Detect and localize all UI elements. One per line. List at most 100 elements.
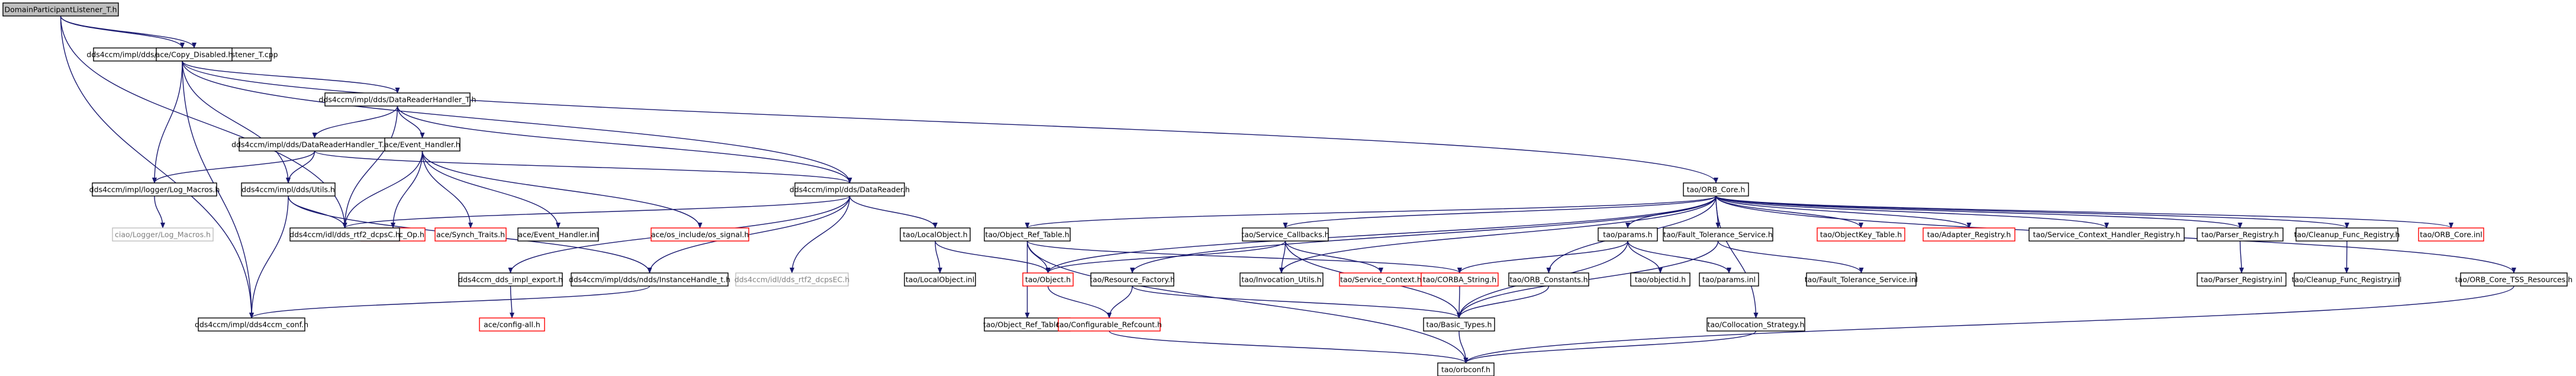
graph-node-n48[interactable]: tao/ORB_Core.inl [2418, 227, 2484, 242]
node-box [2, 2, 119, 17]
graph-node-n47[interactable]: tao/Cleanup_Func_Registry.inl [2292, 272, 2402, 287]
graph-node-n34[interactable]: tao/params.h [1598, 227, 1658, 242]
node-label: ciao/Logger/Log_Macros.h [115, 230, 211, 239]
graph-node-n15[interactable]: dds4ccm_dds_impl_export.h [458, 272, 563, 287]
graph-node-n0[interactable]: DomainParticipantListener_T.h [2, 2, 119, 17]
graph-node-n49[interactable]: tao/ORB_Core_TSS_Resources.h [2455, 272, 2572, 287]
node-label: tao/Invocation_Utils.h [1241, 275, 1321, 284]
node-box [1508, 272, 1589, 287]
include-edge-n22-n28 [1279, 195, 1717, 274]
graph-node-n33[interactable]: tao/orbconf.h [1437, 362, 1495, 376]
graph-node-n32[interactable]: tao/Basic_Types.h [1423, 317, 1495, 332]
graph-node-n6[interactable]: dds4ccm/impl/logger/Log_Macros.h [89, 182, 220, 197]
include-edge-n0-n2 [60, 15, 197, 49]
graph-node-n18[interactable]: tao/LocalObject.h [900, 227, 971, 242]
graph-node-n23[interactable]: tao/Object_Ref_Table.h [984, 227, 1071, 242]
include-edge-n27-n31 [1107, 285, 1133, 319]
graph-node-n27[interactable]: tao/Resource_Factory.h [1090, 272, 1175, 287]
include-edge-n7-n19 [249, 195, 289, 319]
node-label: tao/Service_Callbacks.h [1241, 230, 1329, 239]
node-box [1923, 227, 2015, 242]
node-box [904, 272, 976, 287]
include-edge-n26-n28 [1279, 240, 1286, 274]
graph-node-n2[interactable]: ace/Copy_Disabled.h [156, 47, 233, 62]
graph-node-n46[interactable]: tao/Cleanup_Func_Registry.h [2294, 227, 2400, 242]
graph-node-n35[interactable]: tao/ORB_Constants.h [1508, 272, 1589, 287]
include-edge-n23-n30 [1026, 240, 1462, 274]
node-box [1699, 272, 1759, 287]
include-edge-n22-n26 [1283, 195, 1717, 229]
graph-node-n13: ciao/Logger/Log_Macros.h [112, 227, 214, 242]
graph-node-n11[interactable]: ace/os_include/os_signal.h [651, 227, 749, 242]
node-label: tao/ORB_Core_TSS_Resources.h [2455, 275, 2572, 284]
graph-node-n22[interactable]: tao/ORB_Core.h [1683, 182, 1749, 197]
include-edge-n22-n44 [1715, 195, 2243, 229]
graph-node-n7[interactable]: dds4ccm/impl/dds/Utils.h [241, 182, 336, 197]
node-box [1022, 272, 1074, 287]
graph-node-n40[interactable]: tao/Collocation_Strategy.h [1706, 317, 1805, 332]
node-label: dds4ccm/impl/dds/DataReaderHandler_T.cpp [231, 140, 398, 149]
graph-node-n39[interactable]: tao/Fault_Tolerance_Service.inl [1805, 272, 1918, 287]
include-edge-n5-n11 [421, 150, 703, 229]
graph-node-n9[interactable]: ace/Synch_Traits.h [434, 227, 507, 242]
graph-node-n14[interactable]: dds4ccm/idl/dds_rtf2_dcpsC.h [289, 227, 400, 242]
graph-node-n16[interactable]: dds4ccm/impl/dds/ndds/InstanceHandle_t.h [569, 272, 730, 287]
include-edge-n22-n46 [1715, 195, 2349, 229]
graph-node-n37[interactable]: tao/params.inl [1699, 272, 1759, 287]
node-label: tao/Parser_Registry.h [2201, 230, 2279, 239]
node-label: dds4ccm/idl/dds_rtf2_dcpsEC.h [735, 275, 850, 284]
graph-node-n42[interactable]: tao/Adapter_Registry.h [1923, 227, 2015, 242]
node-box [92, 182, 217, 197]
node-label: tao/Basic_Types.h [1427, 320, 1492, 329]
graph-node-n43[interactable]: tao/Service_Context_Handler_Registry.h [2028, 227, 2185, 242]
graph-node-n5[interactable]: ace/Event_Handler.h [384, 137, 461, 152]
include-edge-n35-n32 [1457, 285, 1550, 319]
graph-node-n12[interactable]: dds4ccm/impl/dds/DataReader.h [790, 182, 910, 197]
graph-node-n44[interactable]: tao/Parser_Registry.h [2197, 227, 2284, 242]
node-box [156, 47, 233, 62]
include-edge-n46-n47 [2344, 240, 2349, 274]
include-edge-n40-n33 [1463, 330, 1757, 364]
node-label: tao/Adapter_Registry.h [1927, 230, 2011, 239]
node-label: dds4ccm/impl/dds/Utils.h [242, 185, 335, 194]
graph-node-n28[interactable]: tao/Invocation_Utils.h [1239, 272, 1324, 287]
graph-node-n20[interactable]: ace/config-all.h [479, 317, 545, 332]
graph-node-n30[interactable]: tao/CORBA_String.h [1421, 272, 1499, 287]
node-label: tao/objectid.h [1635, 275, 1686, 284]
graph-node-n31[interactable]: tao/Configurable_Refcount.h [1057, 317, 1162, 332]
graph-node-n3[interactable]: dds4ccm/impl/dds/DataReaderHandler_T.h [319, 92, 476, 107]
graph-node-n19[interactable]: dds4ccm/impl/dds4ccm_conf.h [195, 317, 308, 332]
node-label: tao/Collocation_Strategy.h [1708, 320, 1805, 329]
graph-node-n26[interactable]: tao/Service_Callbacks.h [1241, 227, 1329, 242]
graph-node-n17: dds4ccm/idl/dds_rtf2_dcpsEC.h [735, 272, 850, 287]
include-edge-n5-n9 [421, 150, 473, 229]
node-label: tao/ORB_Core.h [1687, 185, 1746, 194]
node-label: dds4ccm/impl/logger/Log_Macros.h [89, 185, 220, 194]
graph-node-n36[interactable]: tao/objectid.h [1630, 272, 1690, 287]
graph-node-n24[interactable]: tao/Object.h [1022, 272, 1074, 287]
node-label: tao/ORB_Core.inl [2420, 230, 2482, 239]
include-edge-n22-n27 [1130, 195, 1717, 274]
graph-node-n10[interactable]: ace/Event_Handler.inl [517, 227, 599, 242]
include-edge-n1-n3 [182, 60, 400, 94]
graph-node-n29[interactable]: tao/Service_Context.h [1339, 272, 1423, 287]
include-edge-n18-n21 [935, 240, 942, 274]
node-label: tao/Service_Context_Handler_Registry.h [2033, 230, 2181, 239]
graph-node-n45[interactable]: tao/Parser_Registry.inl [2197, 272, 2287, 287]
include-edge-n4-n7 [286, 150, 315, 184]
include-edge-n26-n24 [1045, 240, 1286, 274]
include-edge-n24-n31 [1047, 285, 1112, 319]
graph-node-n4[interactable]: dds4ccm/impl/dds/DataReaderHandler_T.cpp [231, 137, 398, 152]
graph-node-n38[interactable]: tao/Fault_Tolerance_Service.h [1663, 227, 1773, 242]
include-edge-n26-n29 [1284, 240, 1383, 274]
graph-node-n21[interactable]: tao/LocalObject.inl [904, 272, 976, 287]
include-edge-n27-n32 [1132, 285, 1461, 319]
include-edge-n18-n24 [935, 240, 1051, 274]
graph-node-n41[interactable]: tao/ObjectKey_Table.h [1817, 227, 1905, 242]
graph-node-n25[interactable]: tao/Object_Ref_Table.inl [983, 317, 1071, 332]
node-box [1421, 272, 1499, 287]
include-edge-n5-n8 [391, 150, 423, 229]
include-edge-n38-n39 [1717, 240, 1864, 274]
include-edge-n22-n43 [1715, 195, 2109, 229]
include-edge-n3-n5 [397, 105, 425, 139]
